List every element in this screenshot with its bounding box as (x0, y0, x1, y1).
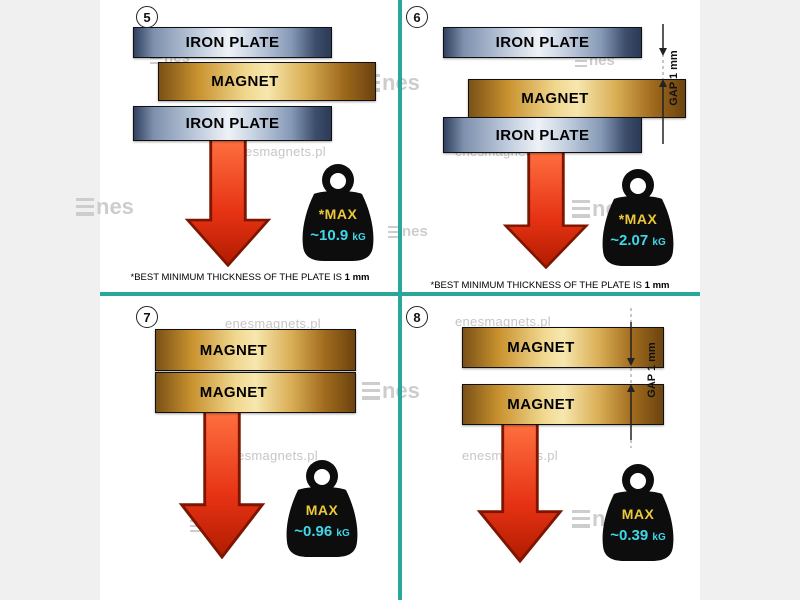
watermark-text: enesmagnets.pl (225, 316, 321, 331)
panel-8: 8 MAGNET MAGNET GAP 1 mm (400, 295, 700, 600)
force-value: ~10.9 kG (310, 227, 366, 244)
panel-5: 5 IRON PLATE MAGNET IRON PLATE *MAX ~10.… (100, 0, 400, 292)
pull-force-arrow-icon (502, 151, 590, 269)
magnet-label: MAGNET (507, 396, 575, 413)
kettlebell-shape (602, 464, 674, 561)
iron-plate-top: IRON PLATE (443, 27, 642, 58)
magnet-label: MAGNET (199, 341, 268, 359)
footnote: *BEST MINIMUM THICKNESS OF THE PLATE IS … (430, 280, 670, 291)
kettlebell-shape (602, 169, 674, 266)
watermark-text: enesmagnets.pl (455, 314, 551, 329)
enes-logo-icon (572, 200, 590, 218)
panel-number: 6 (406, 6, 428, 28)
gap-label: GAP 1 mm (668, 50, 680, 106)
iron-plate-bottom: IRON PLATE (443, 117, 642, 153)
watermark-text: enesmagnets.pl (222, 448, 318, 463)
magnet-block: MAGNET (468, 79, 686, 118)
gap-dimension-arrows-icon (659, 24, 667, 144)
pull-force-arrow-icon (476, 423, 564, 563)
magnet-label: MAGNET (521, 90, 589, 107)
magnet-block: MAGNET (158, 62, 376, 101)
panel-number: 5 (136, 6, 158, 28)
kettlebell-weight-icon: *MAX ~10.9 kG (298, 160, 378, 262)
left-margin (0, 0, 100, 600)
max-label: MAX (621, 506, 655, 522)
enes-logo: nes (76, 196, 134, 218)
iron-plate-label: IRON PLATE (185, 115, 280, 132)
enes-logo-icon (362, 382, 380, 400)
footnote: *BEST MINIMUM THICKNESS OF THE PLATE IS … (130, 272, 370, 283)
magnet-label: MAGNET (211, 73, 279, 90)
enes-logo-icon (575, 55, 587, 67)
force-value: ~0.96 kG (294, 523, 350, 540)
iron-plate-label: IRON PLATE (185, 34, 280, 51)
force-unit: kG (336, 528, 350, 539)
kettlebell-weight-icon: MAX ~0.39 kG (598, 460, 678, 562)
magnet-label: MAGNET (507, 339, 575, 356)
enes-logo: nes (362, 380, 420, 402)
force-unit: kG (352, 232, 366, 243)
panel-number: 7 (136, 306, 158, 328)
iron-plate-label: IRON PLATE (495, 126, 590, 144)
magnet-label: MAGNET (199, 384, 268, 401)
iron-plate-top: IRON PLATE (133, 27, 332, 58)
iron-plate-label: IRON PLATE (495, 34, 590, 51)
panel-number: 8 (406, 306, 428, 328)
gap-label: GAP 1 mm (646, 342, 658, 398)
enes-logo-icon (76, 198, 94, 216)
panel-6: 6 IRON PLATE MAGNET IRON PLATE GAP 1 mm (400, 0, 700, 292)
pull-force-arrow-icon (178, 411, 266, 559)
enes-logo-icon (572, 510, 590, 528)
kettlebell-shape (286, 460, 358, 557)
force-value: ~2.07 kG (610, 232, 666, 249)
right-margin (700, 0, 800, 600)
kettlebell-weight-icon: MAX ~0.96 kG (282, 456, 362, 558)
magnet-block-bottom: MAGNET (155, 372, 356, 413)
kettlebell-shape (302, 164, 374, 261)
kettlebell-weight-icon: *MAX ~2.07 kG (598, 165, 678, 267)
panel-7: 7 MAGNET MAGNET MAX ~0.96 kG (100, 295, 400, 600)
force-unit: kG (652, 237, 666, 248)
magnet-block-top: MAGNET (155, 329, 356, 371)
gap-dimension-arrows-icon (627, 308, 635, 448)
max-label: MAX (305, 502, 339, 518)
watermark-text: enesmagnets.pl (230, 144, 326, 159)
enes-logo-icon (388, 226, 400, 238)
force-value: ~0.39 kG (610, 527, 666, 544)
max-label: *MAX (318, 206, 358, 222)
force-unit: kG (652, 532, 666, 543)
enes-logo: nes (388, 224, 428, 239)
horizontal-divider (100, 292, 700, 296)
iron-plate-bottom: IRON PLATE (133, 106, 332, 141)
max-label: *MAX (618, 211, 658, 227)
pull-force-arrow-icon (184, 139, 272, 267)
vertical-divider (398, 0, 402, 600)
